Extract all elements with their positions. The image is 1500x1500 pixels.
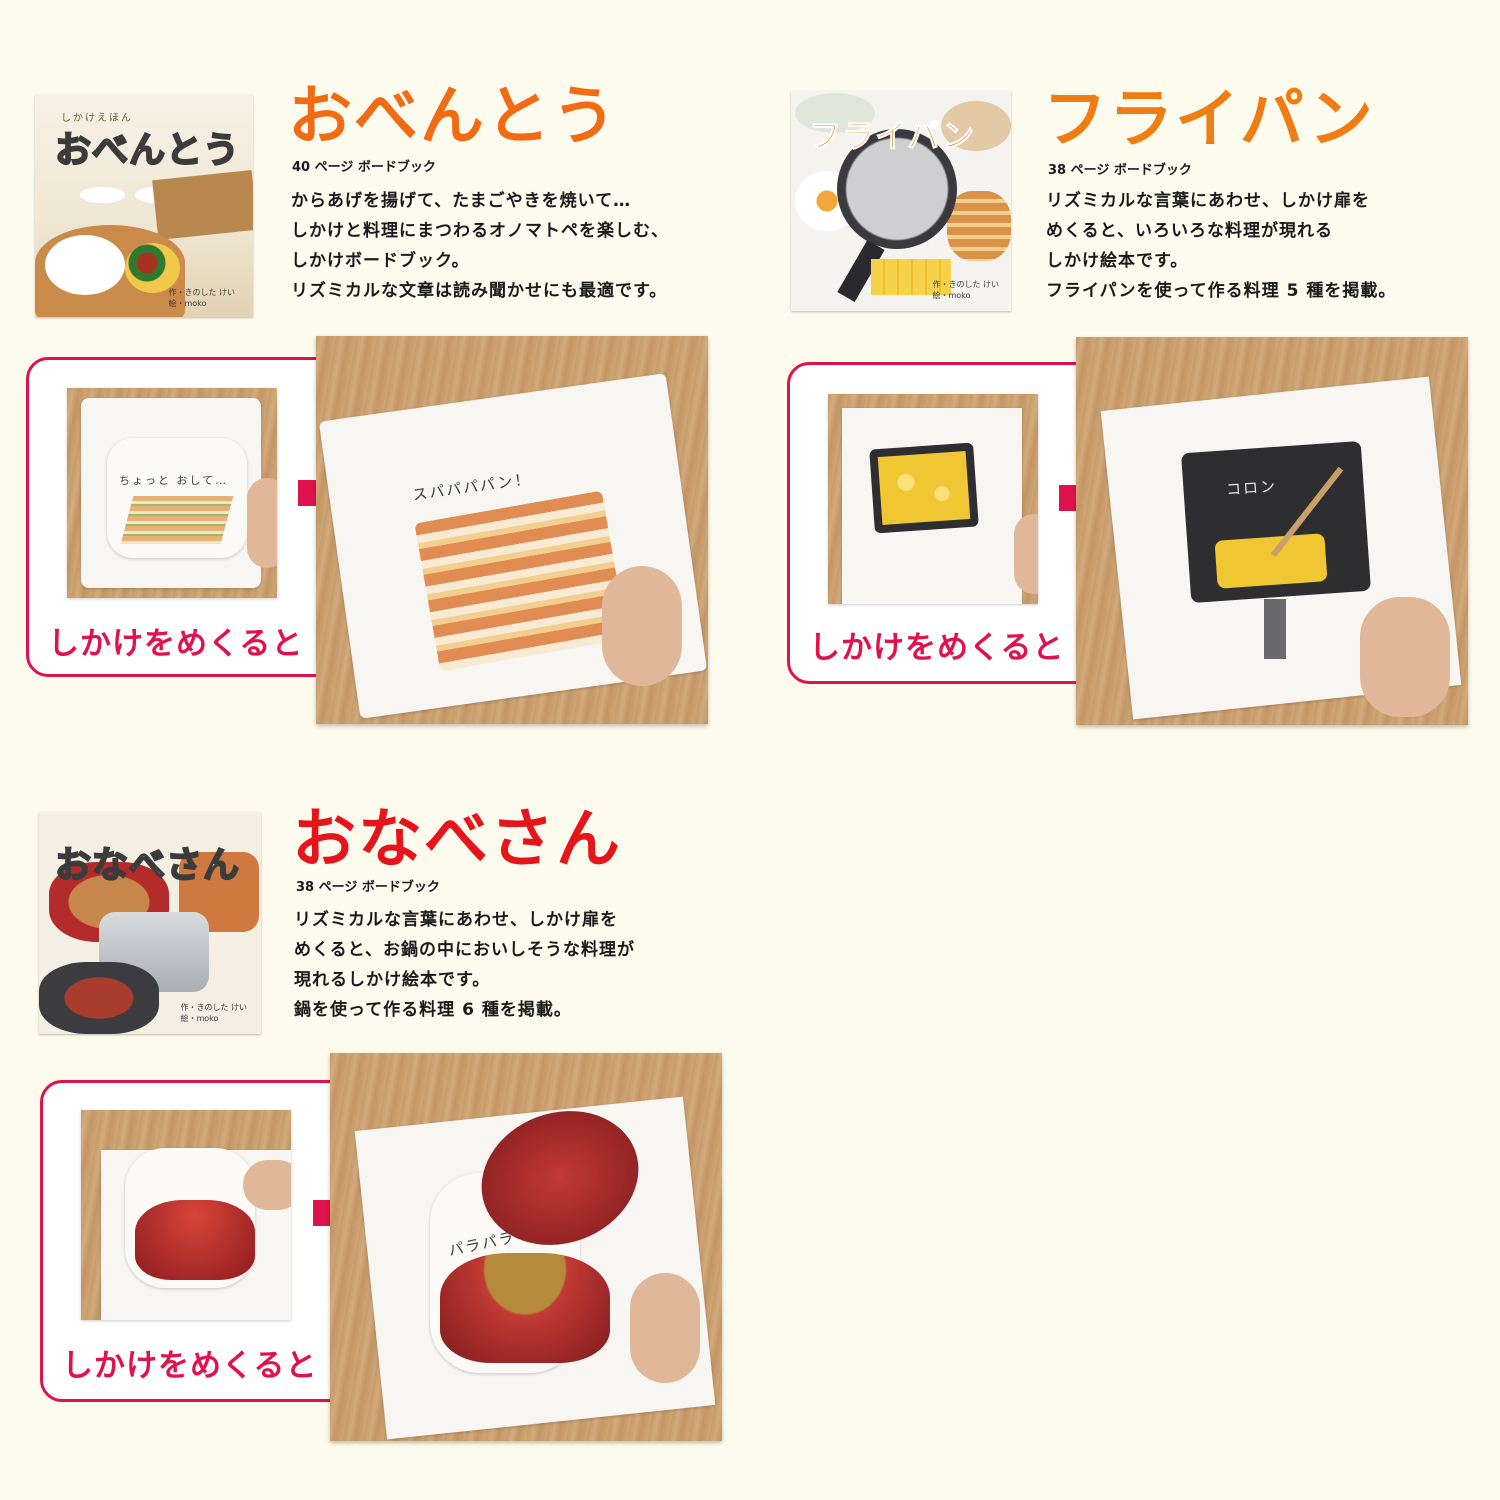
sfx-label: コロン [1225, 477, 1278, 499]
frypan-description: リズミカルな言葉にあわせ、しかけ扉を めくると、いろいろな料理が現れる しかけ絵… [1046, 191, 1397, 301]
bento-before-photo[interactable]: ちょっと おして… [67, 388, 277, 598]
omelette-illustration [877, 451, 971, 525]
hand [243, 1160, 291, 1210]
rice-illustration [45, 235, 125, 295]
cover-credit: 作・きのした けい 絵・moko [180, 1003, 247, 1023]
bento-after-photo[interactable]: スパパパパン！ [316, 336, 708, 724]
pot-description: リズミカルな言葉にあわせ、しかけ扉を めくると、お鍋の中においしそうな料理が 現… [294, 910, 635, 1020]
fish-plate-illustration [941, 101, 1011, 151]
pot-after-photo[interactable]: パラパラ [330, 1053, 722, 1441]
hand [247, 478, 277, 568]
bento-description: からあげを揚げて、たまごやきを焼いて… しかけと料理にまつわるオノマトペを楽しむ… [291, 191, 669, 301]
cover-title: おなべさん [54, 844, 241, 887]
hand [630, 1273, 700, 1383]
hand [1014, 514, 1038, 594]
flip-label: しかけをめくると [809, 630, 1065, 666]
bento-meta: 40 ページ ボードブック [292, 160, 436, 175]
curry-pot-illustration [440, 1253, 610, 1363]
frypan-cover[interactable]: フライパン 作・きのした けい 絵・moko [791, 91, 1011, 311]
sandwich-illustration [120, 496, 234, 544]
pot-before-photo[interactable] [81, 1110, 291, 1320]
frypan-after-photo[interactable]: コロン [1076, 337, 1468, 725]
pot-meta: 38 ページ ボードブック [296, 880, 440, 895]
side-dish-illustration [125, 243, 180, 293]
flip-label: しかけをめくると [62, 1348, 318, 1384]
frying-pan-illustration [837, 129, 957, 249]
sfx-label: ちょっと おして… [119, 474, 229, 487]
hand [1360, 597, 1450, 717]
cover-title: フライパン [809, 117, 975, 156]
pancake-illustration [947, 191, 1011, 261]
cover-credit: 作・きのした けい 絵・moko [932, 280, 999, 300]
pot-cover[interactable]: おなべさん 作・きのした けい 絵・moko [39, 812, 261, 1034]
pot-title: おなべさん [292, 803, 622, 877]
cover-series: しかけえほん [61, 113, 133, 124]
frypan-title: フライパン [1043, 83, 1375, 157]
tamagoyaki-illustration [1214, 533, 1328, 589]
frypan-meta: 38 ページ ボードブック [1048, 163, 1192, 178]
flip-label: しかけをめくると [48, 626, 304, 662]
cover-credit: 作・きのした けい 絵・moko [168, 288, 235, 308]
pan-handle-illustration [1264, 599, 1286, 659]
red-pot-illustration [135, 1200, 255, 1280]
plate-illustration [795, 93, 875, 133]
bento-cover[interactable]: しかけえほん おべんとう 作・きのした けい 絵・moko [35, 95, 253, 317]
bento-title: おべんとう [288, 80, 618, 154]
cover-title: おべんとう [54, 129, 241, 172]
hand [602, 566, 682, 686]
sandwich-basket-illustration [152, 169, 253, 241]
frypan-before-photo[interactable] [828, 394, 1038, 604]
tamagoyaki-illustration [871, 259, 951, 295]
hotpot-illustration [39, 962, 159, 1034]
